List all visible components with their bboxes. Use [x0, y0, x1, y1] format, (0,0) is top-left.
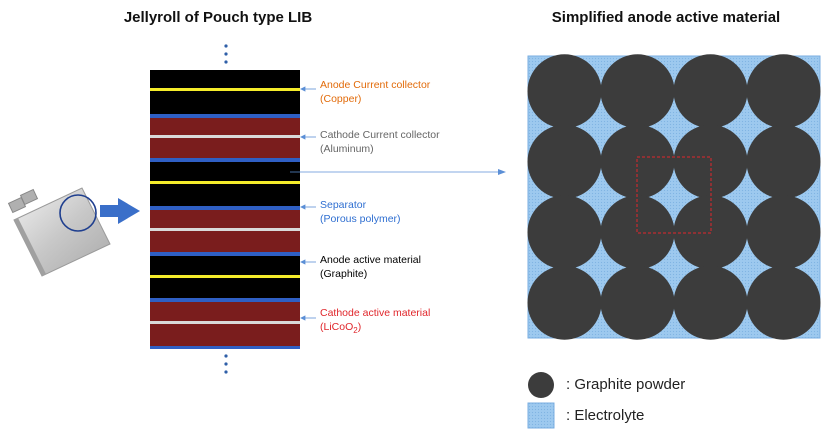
electrolyte-legend-icon: [527, 402, 555, 429]
label-line: (Porous polymer): [320, 213, 401, 225]
anode-material-panel: [527, 54, 821, 340]
label-line: Anode active material: [320, 254, 421, 266]
label-line: Cathode active material: [320, 307, 431, 319]
formula-subscript: 2: [353, 326, 358, 336]
label-line: (LiCoO2): [320, 320, 430, 338]
zoom-arrow-icon: [100, 198, 140, 224]
ellipsis-top-icon: [224, 44, 228, 64]
label-anode-current-collector: Anode Current collector (Copper): [320, 78, 430, 106]
unit-cell-box: [636, 156, 712, 234]
label-cathode-current-collector: Cathode Current collector (Aluminum): [320, 128, 440, 156]
jellyroll-stack: [150, 70, 300, 349]
label-anode-active-material: Anode active material (Graphite): [320, 253, 421, 281]
pouch-cell-icon: [7, 187, 111, 277]
legend-graphite-label: : Graphite powder: [566, 376, 686, 393]
jellyroll-title: Jellyroll of Pouch type LIB: [123, 9, 313, 26]
label-line: Separator: [320, 199, 367, 211]
zoom-pointer-arrow: [290, 169, 506, 175]
label-line: Cathode Current collector: [320, 129, 440, 141]
label-line: (Aluminum): [320, 143, 374, 155]
label-arrows: [300, 86, 316, 321]
label-separator: Separator (Porous polymer): [320, 198, 401, 226]
formula-end: ): [357, 321, 362, 333]
zoom-circle: [59, 194, 97, 232]
label-line: (Copper): [320, 93, 362, 105]
graphite-legend-icon: [528, 372, 554, 398]
label-line: Anode Current collector: [320, 79, 431, 91]
label-cathode-active-material: Cathode active material (LiCoO2): [320, 306, 430, 338]
legend-electrolyte-label: : Electrolyte: [566, 407, 645, 424]
formula-main: (LiCoO: [320, 321, 354, 333]
label-line: (Graphite): [320, 268, 368, 280]
anode-material-title: Simplified anode active material: [551, 9, 781, 26]
ellipsis-bottom-icon: [224, 354, 228, 374]
